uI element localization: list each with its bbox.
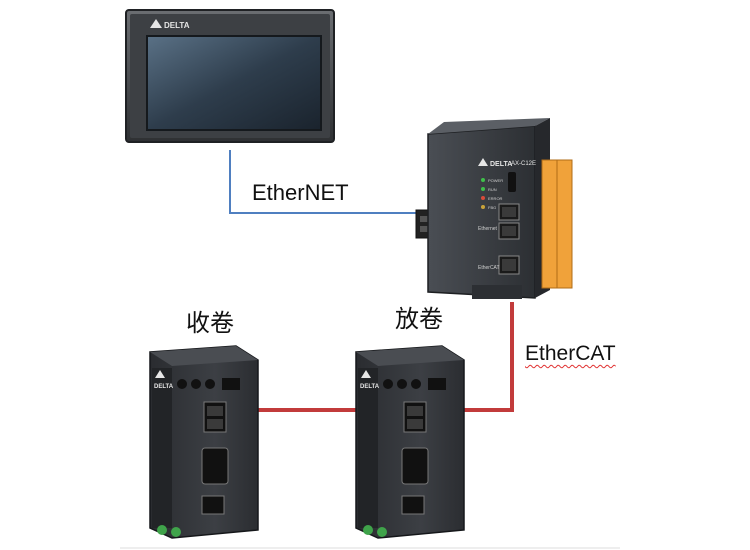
led-power-icon <box>481 178 485 182</box>
led-label-error: ERROR <box>488 196 503 201</box>
status-display <box>177 378 240 390</box>
encoder-connector <box>401 447 429 485</box>
delta-logo-icon <box>361 370 371 378</box>
led-run-icon <box>481 187 485 191</box>
ethernet-cable <box>229 150 420 214</box>
led-label-run: RUN <box>488 187 497 192</box>
drive-winder-brand: DELTA <box>154 384 174 390</box>
ethernet-label: EtherNET <box>252 180 349 205</box>
led-error-icon <box>481 196 485 200</box>
port-label-ethernet: Ethernet <box>478 226 498 232</box>
delta-logo-icon <box>155 370 165 378</box>
io-terminal-block <box>541 159 573 289</box>
controller-model: AX-C12E <box>511 161 536 167</box>
sd-slot <box>508 172 516 192</box>
status-display <box>383 378 446 390</box>
led-label-fbg: FBG <box>488 205 496 210</box>
led-fbg-icon <box>481 205 485 209</box>
delta-logo-icon <box>478 158 488 166</box>
hmi-screen <box>146 35 322 131</box>
motion-controller: DELTA AX-C12E POWER RUN ERROR FBG Ethern… <box>415 118 573 299</box>
winder-label: 收卷 <box>186 309 234 337</box>
ethercat-port <box>498 255 520 275</box>
controller-brand: DELTA <box>490 161 512 168</box>
ethernet-ports <box>498 203 520 240</box>
encoder-connector <box>201 447 229 485</box>
ethercat-label: EtherCAT <box>525 342 616 365</box>
servo-drive-winder: DELTA <box>149 345 259 539</box>
hmi-panel: DELTA <box>125 9 335 143</box>
drive-unwinder-brand: DELTA <box>360 384 380 390</box>
port-label-ethercat: EtherCAT <box>478 265 500 271</box>
delta-logo-icon <box>150 19 162 28</box>
servo-drive-unwinder: DELTA <box>355 345 465 539</box>
unwinder-label: 放卷 <box>395 305 443 333</box>
hmi-brand: DELTA <box>164 21 190 30</box>
led-label-power: POWER <box>488 178 503 183</box>
